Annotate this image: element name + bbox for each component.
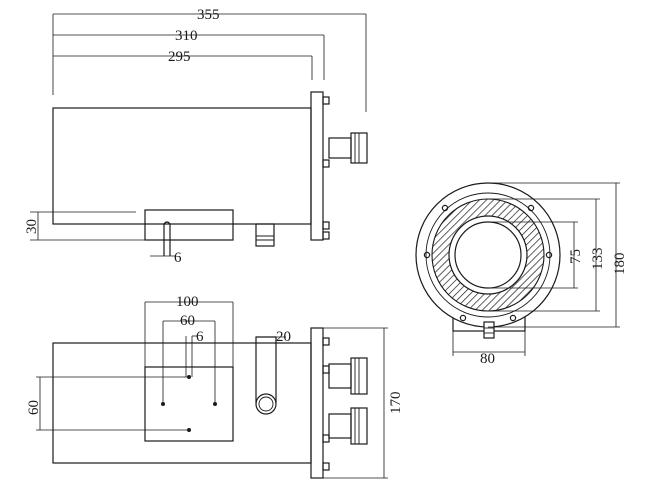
dim-133: 133 [590,248,606,271]
dim-170: 170 [388,392,404,415]
plan-bolt [322,337,330,346]
front-lens-ring [448,215,528,295]
plan-bolt [322,365,330,374]
plan-slot [255,336,277,403]
front-bolt-hole [509,314,517,322]
dim-180: 180 [612,253,628,276]
side-mount-block [144,209,234,241]
side-pin [163,221,171,256]
plan-flange [310,327,324,479]
front-bolt-hole [441,204,449,212]
dim-60-vertical: 60 [26,400,42,415]
side-view [30,13,368,257]
side-connector-collar [328,137,352,159]
dim-100: 100 [176,294,199,310]
dim-60-plan: 60 [180,313,195,329]
plan-bolt [322,434,330,443]
front-bolt-hole [423,251,431,259]
side-bolt [322,221,330,230]
front-flange-inner [425,192,551,318]
plan-connector-collar [328,413,352,439]
plan-slot-end [255,393,277,415]
plan-connector-collar [328,363,352,389]
dim-30: 30 [24,219,40,234]
front-bolt-hole [545,251,553,259]
dim-75: 75 [568,249,584,264]
front-view [415,182,620,356]
dim-355: 355 [197,7,220,23]
front-connector [483,321,495,339]
dim-6-plan: 6 [196,329,204,345]
plan-mount-plate [144,366,234,442]
side-bolt [322,231,330,240]
side-housing [52,107,312,225]
dim-310: 310 [175,28,198,44]
front-bolt-hole [527,204,535,212]
plan-bolt [322,462,330,471]
dim-20: 20 [276,329,291,345]
dim-80: 80 [480,351,495,367]
side-bolt [322,159,330,168]
front-bolt-hole [459,314,467,322]
dim-295: 295 [168,49,191,65]
plan-view [36,301,388,479]
plan-housing [52,342,312,464]
side-bolt [322,96,330,105]
side-nozzle [255,223,275,247]
dim-6-side: 6 [174,250,182,266]
side-flange [310,91,324,241]
